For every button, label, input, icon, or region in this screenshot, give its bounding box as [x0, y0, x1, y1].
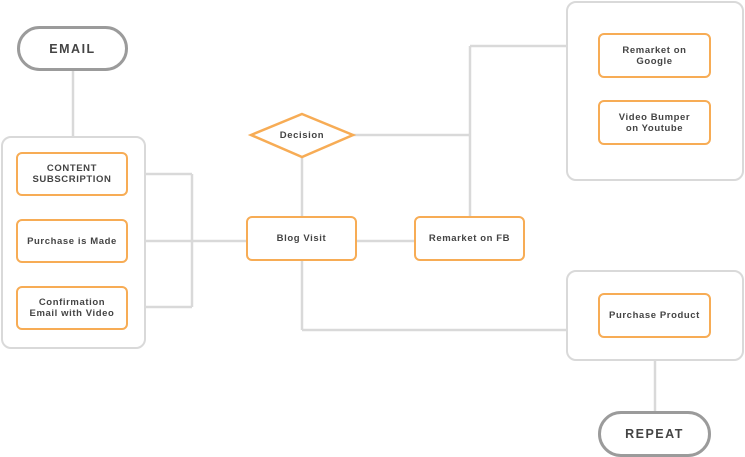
end-repeat-pill[interactable]: REPEAT	[598, 411, 711, 457]
decision-label: Decision	[279, 130, 325, 141]
node-content-subscription[interactable]: CONTENT SUBSCRIPTION	[16, 152, 128, 196]
node-purchase-made[interactable]: Purchase is Made	[16, 219, 128, 263]
node-video-bumper-youtube[interactable]: Video Bumper on Youtube	[598, 100, 711, 145]
node-purchase-product[interactable]: Purchase Product	[598, 293, 711, 338]
decision-diamond[interactable]	[247, 112, 357, 159]
start-email-pill[interactable]: EMAIL	[17, 26, 128, 71]
node-confirmation-email[interactable]: Confirmation Email with Video	[16, 286, 128, 330]
remarket-group	[566, 1, 744, 181]
node-remarket-google[interactable]: Remarket on Google	[598, 33, 711, 78]
node-blog-visit[interactable]: Blog Visit	[246, 216, 357, 261]
node-remarket-fb[interactable]: Remarket on FB	[414, 216, 525, 261]
